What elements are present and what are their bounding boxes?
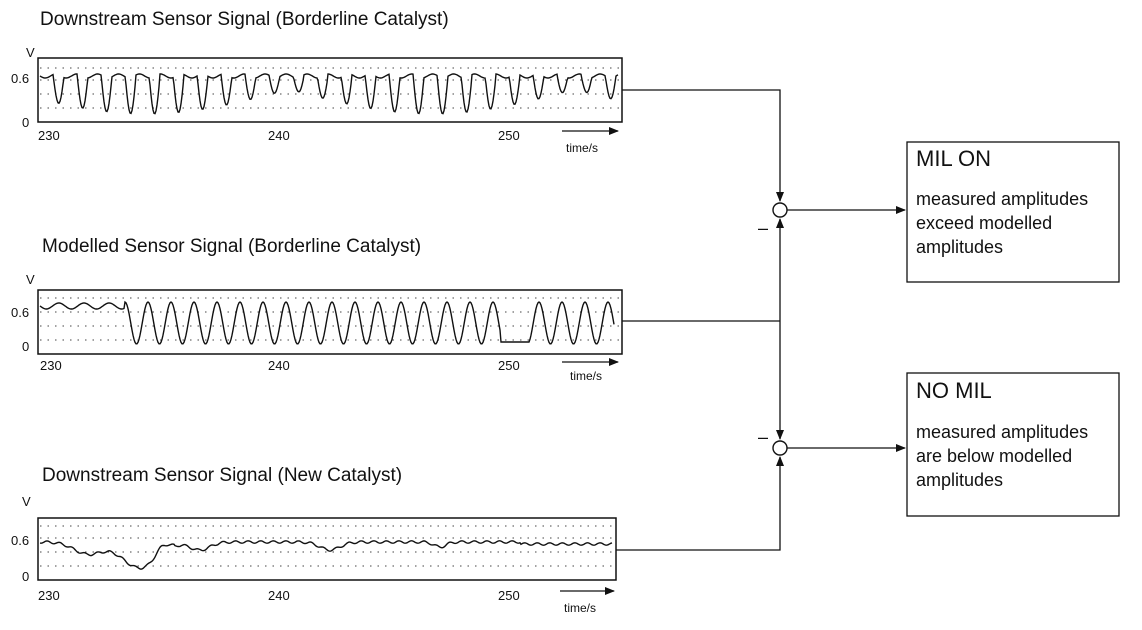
y-tick-label: 0 (22, 115, 29, 130)
y-tick-label: 0 (22, 339, 29, 354)
plot-frame (37, 57, 623, 123)
x-tick-label: 240 (268, 588, 290, 603)
no-mil-line: measured amplitudes (916, 422, 1088, 442)
signal-trace (39, 300, 615, 345)
mil-on-heading: MIL ON (916, 146, 991, 171)
y-tick-label: 0 (22, 569, 29, 584)
panel-title: Downstream Sensor Signal (New Catalyst) (42, 465, 402, 486)
x-axis-label: time/s (566, 141, 598, 155)
y-unit-label: V (22, 494, 31, 509)
no-mil-frame (906, 372, 1120, 517)
x-tick-label: 230 (40, 358, 62, 373)
lower-comparator-node (772, 440, 788, 456)
x-tick-label: 250 (498, 358, 520, 373)
mil-on-line: amplitudes (916, 237, 1003, 257)
x-tick-label: 230 (38, 128, 60, 143)
x-tick-label: 250 (498, 128, 520, 143)
signal-connectors (616, 89, 906, 551)
x-tick-label: 230 (38, 588, 60, 603)
plot-frame (37, 517, 617, 581)
y-unit-label: V (26, 272, 35, 287)
x-tick-label: 250 (498, 588, 520, 603)
y-tick-label: 0.6 (11, 71, 29, 86)
panel-title: Downstream Sensor Signal (Borderline Cat… (40, 9, 449, 30)
plot-frame (37, 289, 623, 355)
panel-downstream-borderline: Downstream Sensor Signal (Borderline Cat… (11, 9, 623, 155)
mil-on-box: MIL ON measured amplitudes exceed modell… (906, 141, 1120, 283)
grid-lines (40, 525, 614, 567)
upper-comparator-node (772, 202, 788, 218)
no-mil-heading: NO MIL (916, 378, 992, 403)
upper-minus-sign: – (758, 218, 768, 238)
y-tick-label: 0.6 (11, 305, 29, 320)
signal-trace (39, 73, 619, 115)
y-tick-label: 0.6 (11, 533, 29, 548)
panel-modelled-borderline: Modelled Sensor Signal (Borderline Catal… (11, 236, 623, 383)
no-mil-line: are below modelled (916, 446, 1072, 466)
y-unit-label: V (26, 45, 35, 60)
no-mil-line: amplitudes (916, 470, 1003, 490)
signal-trace (39, 540, 613, 570)
measured-new-connector (616, 456, 784, 551)
lower-minus-sign: – (758, 427, 768, 447)
mil-on-frame (906, 141, 1120, 283)
measured-borderline-connector (622, 89, 784, 202)
mil-on-line: measured amplitudes (916, 189, 1088, 209)
x-tick-label: 240 (268, 128, 290, 143)
x-tick-label: 240 (268, 358, 290, 373)
x-axis-label: time/s (564, 601, 596, 615)
panel-title: Modelled Sensor Signal (Borderline Catal… (42, 236, 421, 257)
x-axis-label: time/s (570, 369, 602, 383)
mil-on-line: exceed modelled (916, 213, 1052, 233)
no-mil-box: NO MIL measured amplitudes are below mod… (906, 372, 1120, 517)
panel-downstream-new: Downstream Sensor Signal (New Catalyst) … (11, 465, 617, 615)
